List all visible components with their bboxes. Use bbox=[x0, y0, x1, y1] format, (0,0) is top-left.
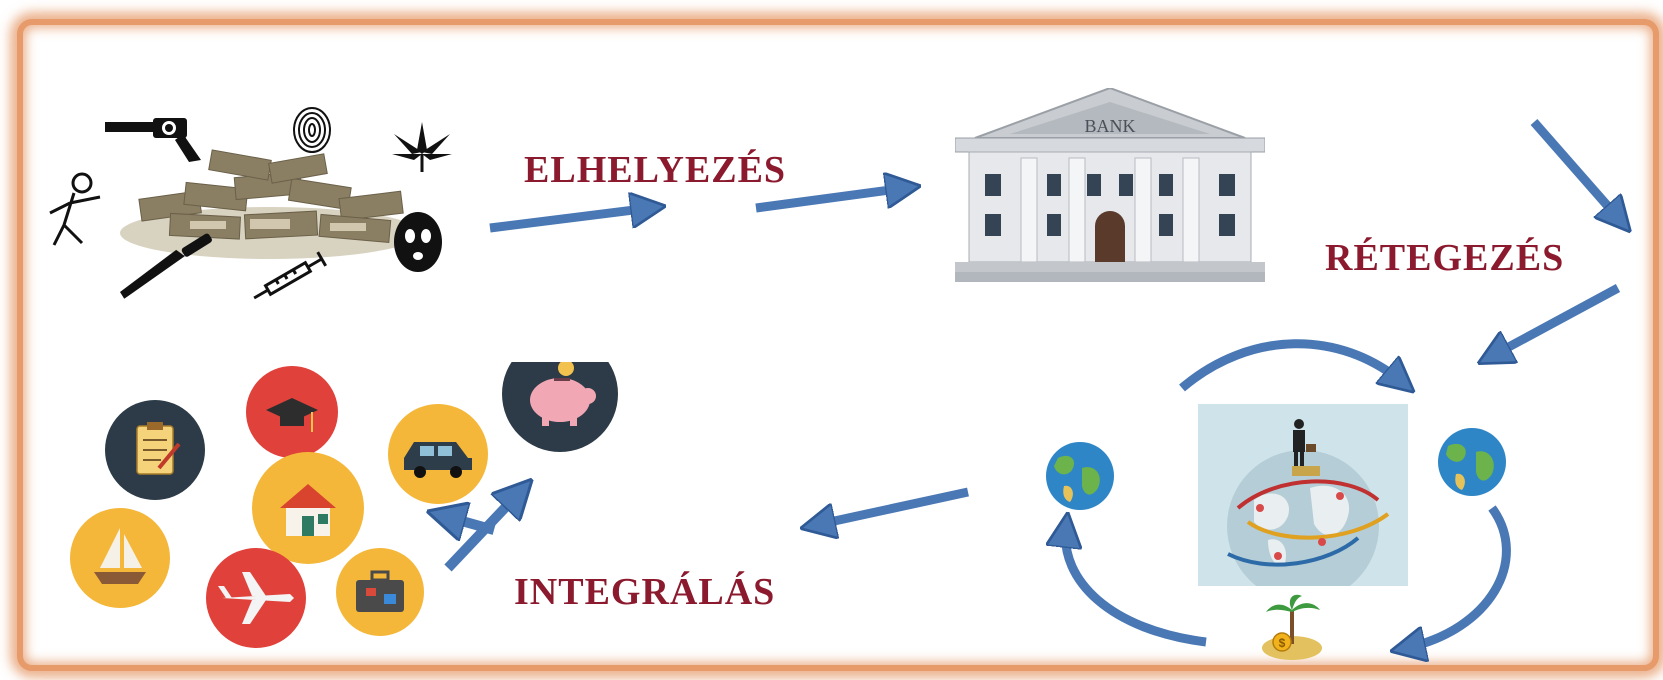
body-outline-icon bbox=[49, 172, 101, 246]
clipboard-icon bbox=[105, 400, 205, 500]
bank-building-icon: BANK bbox=[955, 88, 1265, 282]
arrow-layering-to-globe bbox=[1492, 284, 1621, 356]
piggy-bank-icon bbox=[502, 362, 618, 452]
money-pile-icon bbox=[120, 149, 420, 259]
car-icon bbox=[388, 404, 488, 504]
globe-left-icon bbox=[1046, 442, 1114, 510]
revolver-icon bbox=[105, 118, 201, 162]
graduation-cap-icon bbox=[246, 366, 338, 458]
bank-label: BANK bbox=[1084, 116, 1135, 136]
tax-haven-island-icon: $ bbox=[1262, 594, 1322, 660]
stage-label-layering: RÉTEGEZÉS bbox=[1325, 237, 1565, 279]
stage-label-placement: ELHELYEZÉS bbox=[524, 149, 787, 191]
cycle-arrow-right bbox=[1406, 505, 1511, 648]
stage-label-integration: INTEGRÁLÁS bbox=[514, 571, 776, 613]
arrow-bank-to-layering bbox=[1530, 119, 1620, 220]
cycle-arrow-top bbox=[1179, 339, 1402, 388]
arrow-placement-to-bank bbox=[755, 188, 905, 213]
integration-cluster bbox=[70, 362, 618, 648]
cannabis-leaf-icon bbox=[392, 122, 452, 172]
world-map-icon bbox=[1198, 404, 1408, 586]
arrow-crime-to-placement bbox=[489, 208, 650, 233]
cycle-arrow-bottom-left bbox=[1066, 528, 1207, 647]
sailboat-icon bbox=[70, 508, 170, 608]
briefcase-icon bbox=[336, 548, 424, 636]
fingerprint-icon bbox=[293, 107, 331, 153]
syringe-icon bbox=[253, 251, 327, 300]
globe-right-icon bbox=[1438, 428, 1506, 496]
crime-cluster bbox=[49, 107, 452, 300]
balaclava-mask-icon bbox=[394, 212, 442, 272]
airplane-icon bbox=[206, 548, 306, 648]
integration-arrow-side bbox=[444, 516, 496, 530]
house-icon bbox=[252, 452, 364, 564]
arrow-globe-to-integration bbox=[816, 487, 969, 525]
businessman-icon bbox=[1292, 419, 1320, 476]
svg-text:$: $ bbox=[1279, 636, 1286, 650]
knife-icon bbox=[120, 233, 212, 299]
